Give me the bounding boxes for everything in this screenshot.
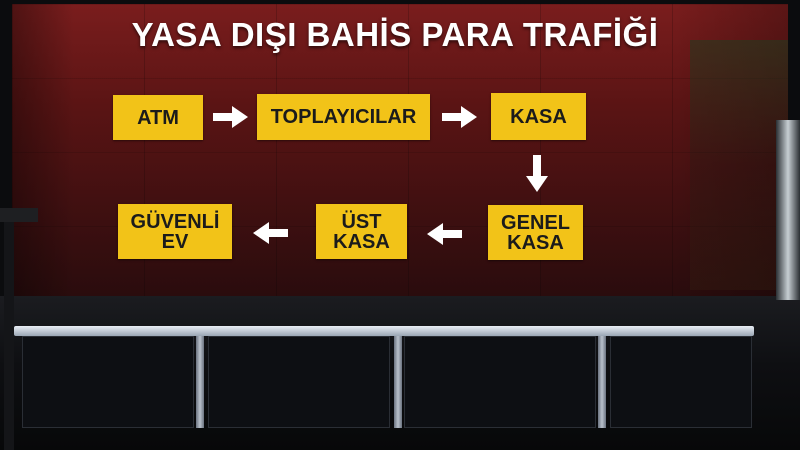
studio-stand-pole xyxy=(4,222,14,450)
background-screen-glow xyxy=(690,40,788,290)
arrow-down-icon xyxy=(526,155,548,192)
arrow-right-icon xyxy=(213,106,248,128)
desk-panel xyxy=(610,336,752,428)
arrow-left-icon xyxy=(427,223,462,245)
arrow-left-icon xyxy=(253,222,288,244)
node-ust-kasa: ÜST KASA xyxy=(316,204,407,259)
studio-prop xyxy=(776,120,800,300)
node-guvenli-ev: GÜVENLİ EV xyxy=(118,204,232,259)
desk-leg xyxy=(196,336,204,428)
desk-panel xyxy=(22,336,194,428)
desk-panel xyxy=(208,336,390,428)
diagram-title: YASA DIŞI BAHİS PARA TRAFİĞİ xyxy=(131,16,659,53)
desk-leg xyxy=(598,336,606,428)
node-toplayicilar: TOPLAYICILAR xyxy=(257,94,430,140)
studio-stand xyxy=(0,208,38,222)
node-atm: ATM xyxy=(113,95,203,140)
desk-panel xyxy=(404,336,596,428)
desk-top xyxy=(14,326,754,336)
node-genel-kasa: GENEL KASA xyxy=(488,205,583,260)
node-kasa: KASA xyxy=(491,93,586,140)
desk-leg xyxy=(394,336,402,428)
arrow-right-icon xyxy=(442,106,477,128)
